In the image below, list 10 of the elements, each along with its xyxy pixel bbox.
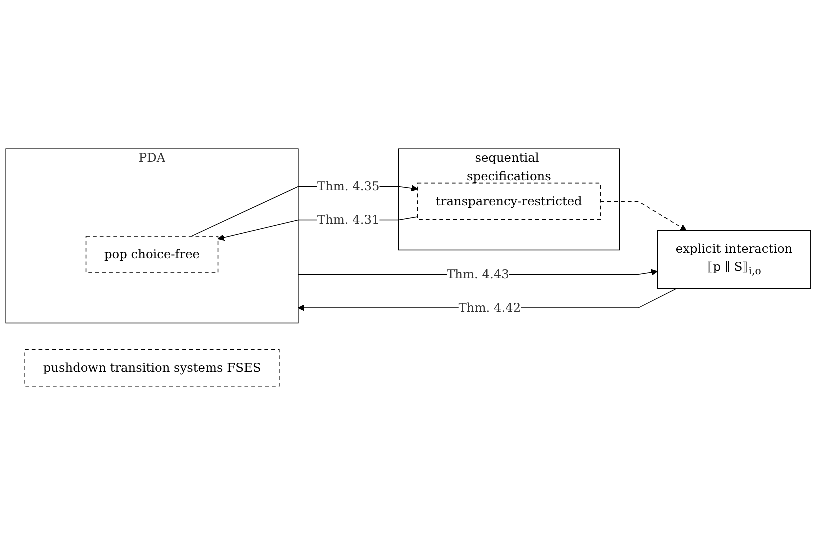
- node-box: pushdown transition systems FSES: [24, 350, 280, 388]
- edge-label: Thm. 4.43: [446, 267, 510, 282]
- arrow: [191, 185, 418, 238]
- edge-label: Thm. 4.31: [317, 212, 380, 228]
- node-box: pop choice-free: [86, 236, 219, 274]
- node-box: explicit interaction ⟦p ∥ S⟧$_{i,o}$: [657, 230, 812, 290]
- arrow: [600, 201, 687, 232]
- edge-label: Thm. 4.42: [458, 300, 522, 316]
- node-box: transparency-restricted: [417, 183, 601, 220]
- edge-label: Thm. 4.35: [317, 179, 380, 194]
